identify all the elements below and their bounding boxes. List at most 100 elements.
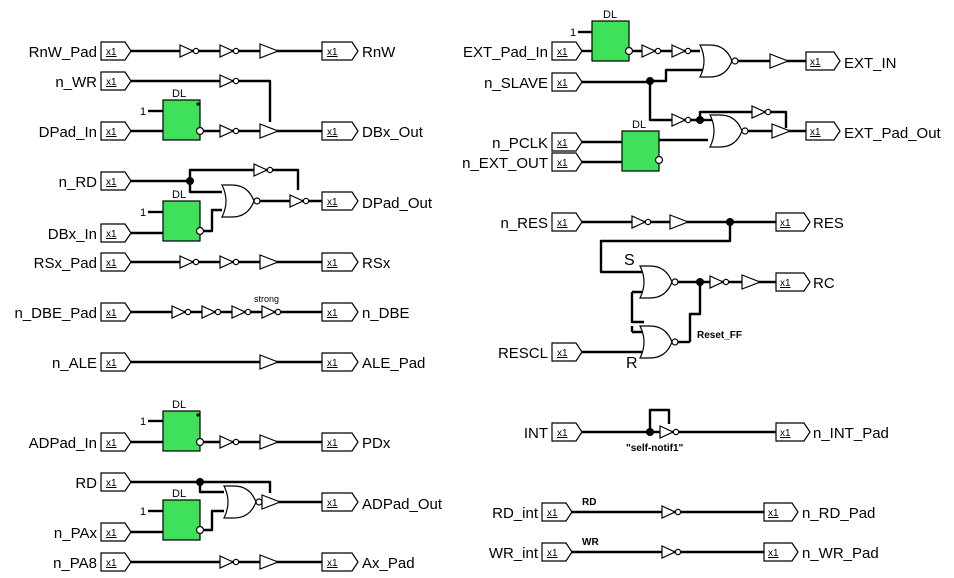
buffer-icon <box>259 434 280 450</box>
port-label-rnw: RnW <box>362 44 396 61</box>
output-pin-res[interactable]: x1 <box>775 212 811 232</box>
inverter-icon <box>219 44 240 58</box>
latch-label: DL <box>632 119 646 131</box>
buffer-icon <box>769 53 790 69</box>
svg-text:x1: x1 <box>106 478 117 489</box>
svg-text:x1: x1 <box>327 358 338 369</box>
inverter-icon <box>261 305 282 319</box>
reset-ff-nor-bottom <box>639 325 673 359</box>
inverter-icon <box>171 305 192 319</box>
input-pin-wr-int[interactable]: x1 <box>541 542 573 562</box>
output-pin-n-rd-pad[interactable]: x1 <box>763 502 799 522</box>
input-pin-int[interactable]: x1 <box>551 422 583 442</box>
input-pin-rnw-pad[interactable]: x1 <box>100 41 132 61</box>
inverter-icon <box>179 44 200 58</box>
inverter-icon <box>253 163 274 177</box>
input-pin-rsx-pad[interactable]: x1 <box>100 252 132 272</box>
wire-label-rd: RD <box>582 497 596 508</box>
output-pin-ax-pad[interactable]: x1 <box>321 552 359 572</box>
svg-text:x1: x1 <box>106 258 117 269</box>
output-pin-dpad-out[interactable]: x1 <box>321 191 359 211</box>
input-pin-n-pax[interactable]: x1 <box>100 522 132 542</box>
ext-block: EXT_Pad_In x1 1 DL x1 EXT_IN n_SLAVE x1 <box>462 9 941 172</box>
svg-text:x1: x1 <box>327 498 338 509</box>
nor-gate <box>223 485 257 519</box>
port-label-n-wr: n_WR <box>55 74 97 91</box>
ext-out-data-latch[interactable] <box>621 130 660 172</box>
data-latch[interactable] <box>162 200 201 242</box>
svg-text:x1: x1 <box>106 47 117 58</box>
input-pin-dbx-in[interactable]: x1 <box>100 223 132 243</box>
input-pin-dpad-in[interactable]: x1 <box>100 121 132 141</box>
port-label-n-res: n_RES <box>500 215 548 232</box>
svg-text:x1: x1 <box>557 428 568 439</box>
input-pin-n-wr[interactable]: x1 <box>100 71 132 91</box>
svg-text:x1: x1 <box>547 548 558 559</box>
port-label-rnw-pad: RnW_Pad <box>29 44 97 61</box>
input-pin-adpad-in[interactable]: x1 <box>100 432 132 452</box>
latch-label: DL <box>172 488 186 500</box>
output-pin-rc[interactable]: x1 <box>775 272 811 292</box>
svg-text:x1: x1 <box>557 78 568 89</box>
svg-text:x1: x1 <box>106 77 117 88</box>
svg-text:x1: x1 <box>106 177 117 188</box>
svg-text:x1: x1 <box>106 308 117 319</box>
row-pdx: ADPad_In x1 1 DL x1 PDx <box>29 399 391 452</box>
output-pin-ext-in[interactable]: x1 <box>805 51 841 71</box>
input-pin-rd-int[interactable]: x1 <box>541 502 573 522</box>
input-pin-n-rd[interactable]: x1 <box>100 171 132 191</box>
port-label-res: RES <box>813 215 844 232</box>
port-label-ax-pad: Ax_Pad <box>362 555 415 572</box>
svg-text:x1: x1 <box>768 548 779 559</box>
port-label-n-rd: n_RD <box>59 174 98 191</box>
wire-label-wr: WR <box>582 537 599 548</box>
svg-text:x1: x1 <box>327 197 338 208</box>
port-label-ext-pad-in: EXT_Pad_In <box>463 44 548 61</box>
svg-text:x1: x1 <box>327 308 338 319</box>
output-pin-adpad-out[interactable]: x1 <box>321 492 359 512</box>
input-pin-rescl[interactable]: x1 <box>551 342 583 362</box>
port-label-rsx: RSx <box>362 255 391 272</box>
input-pin-ext-pad-in[interactable]: x1 <box>551 41 583 61</box>
input-pin-n-ale[interactable]: x1 <box>100 352 132 372</box>
output-pin-ale-pad[interactable]: x1 <box>321 352 359 372</box>
input-pin-n-res[interactable]: x1 <box>551 212 583 232</box>
inverter-icon <box>709 275 730 289</box>
ext-data-latch[interactable] <box>591 20 630 62</box>
input-pin-n-pclk[interactable]: x1 <box>551 132 583 152</box>
output-pin-n-wr-pad[interactable]: x1 <box>763 542 799 562</box>
buffer-icon <box>741 274 762 290</box>
output-pin-rsx[interactable]: x1 <box>321 252 359 272</box>
output-pin-n-dbe[interactable]: x1 <box>321 302 359 322</box>
svg-text:x1: x1 <box>547 508 558 519</box>
input-pin-n-pa8[interactable]: x1 <box>100 552 132 572</box>
svg-text:x1: x1 <box>106 528 117 539</box>
input-pin-n-slave[interactable]: x1 <box>551 72 583 92</box>
svg-text:x1: x1 <box>327 438 338 449</box>
port-label-dpad-in: DPad_In <box>39 124 97 141</box>
input-pin-n-ext-out[interactable]: x1 <box>551 152 583 172</box>
port-label-rsx-pad: RSx_Pad <box>34 255 97 272</box>
svg-text:x1: x1 <box>106 229 117 240</box>
port-label-ext-in: EXT_IN <box>844 55 897 72</box>
input-pin-n-dbe-pad[interactable]: x1 <box>100 302 132 322</box>
output-pin-rnw[interactable]: x1 <box>321 41 359 61</box>
svg-text:x1: x1 <box>557 158 568 169</box>
data-latch[interactable] <box>162 99 201 141</box>
data-latch[interactable] <box>162 410 201 452</box>
port-label-dbx-out: DBx_Out <box>362 124 424 141</box>
port-label-rd: RD <box>75 475 97 492</box>
output-pin-pdx[interactable]: x1 <box>321 432 359 452</box>
svg-text:x1: x1 <box>106 127 117 138</box>
latch-label: DL <box>172 88 186 100</box>
output-pin-dbx-out[interactable]: x1 <box>321 121 359 141</box>
svg-text:1: 1 <box>570 27 576 39</box>
port-label-rc: RC <box>813 275 835 292</box>
inverter-icon <box>631 215 652 229</box>
output-pin-n-int-pad[interactable]: x1 <box>775 422 811 442</box>
input-pin-rd[interactable]: x1 <box>100 472 132 492</box>
row-rnw: RnW_Pad x1 x1 RnW <box>29 41 396 61</box>
inverter-icon <box>671 113 692 127</box>
data-latch[interactable] <box>162 499 201 541</box>
output-pin-ext-pad-out[interactable]: x1 <box>805 121 841 141</box>
